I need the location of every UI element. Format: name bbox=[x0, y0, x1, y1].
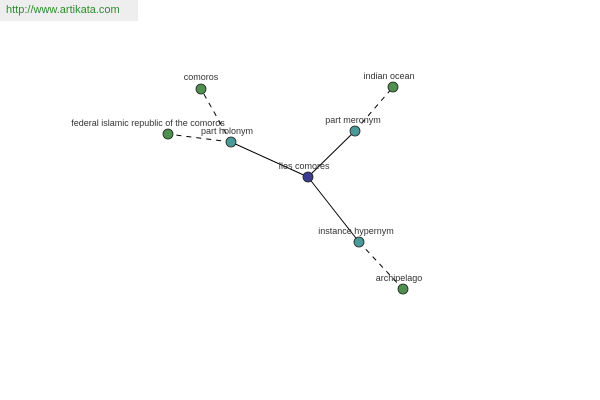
node-comoros[interactable] bbox=[195, 83, 207, 95]
node-center-label: îles comores bbox=[277, 161, 330, 171]
node-indian-ocean-label: indian ocean bbox=[363, 71, 414, 81]
node-archipelago-label: archipelago bbox=[376, 273, 423, 283]
node-federal-islamic-republic-label: federal islamic republic of the comoros bbox=[71, 118, 225, 128]
node-part-meronym-label: part meronym bbox=[325, 115, 381, 125]
node-part-holonym-label: part holonym bbox=[201, 126, 253, 136]
edge-part-holonym-comoros bbox=[200, 88, 232, 143]
edge-center-part-holonym bbox=[230, 141, 309, 178]
edge-instance-hypernym-archipelago bbox=[358, 241, 404, 290]
node-center[interactable] bbox=[302, 171, 314, 183]
node-indian-ocean[interactable] bbox=[387, 81, 399, 93]
node-part-meronym[interactable] bbox=[349, 125, 361, 137]
node-comoros-label: comoros bbox=[184, 72, 219, 82]
watermark-url[interactable]: http://www.artikata.com bbox=[0, 0, 138, 21]
node-archipelago[interactable] bbox=[397, 283, 409, 295]
edge-center-instance-hypernym bbox=[307, 176, 360, 243]
edge-center-part-meronym bbox=[307, 130, 356, 178]
node-instance-hypernym[interactable] bbox=[353, 236, 365, 248]
node-federal-islamic-republic[interactable] bbox=[162, 128, 174, 140]
node-instance-hypernym-label: instance hypernym bbox=[318, 226, 394, 236]
edge-part-holonym-federal bbox=[167, 133, 232, 143]
node-part-holonym[interactable] bbox=[225, 136, 237, 148]
